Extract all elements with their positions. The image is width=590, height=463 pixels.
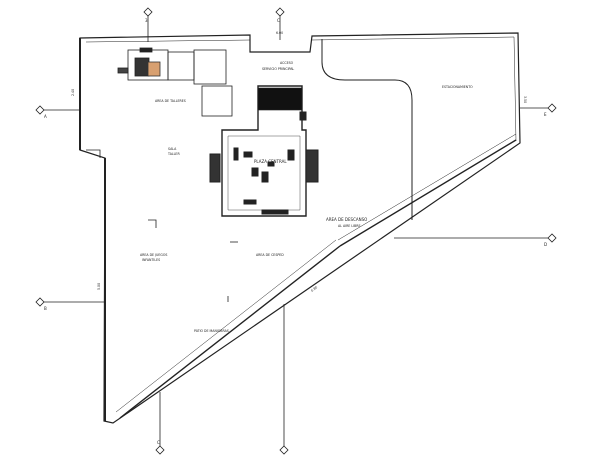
svg-text:D: D bbox=[544, 242, 547, 247]
svg-text:C: C bbox=[277, 18, 280, 23]
svg-text:E: E bbox=[544, 112, 547, 117]
grid-axes bbox=[40, 12, 552, 450]
svg-text:A: A bbox=[44, 114, 47, 119]
label-area-cesped: AREA DE CESPED bbox=[256, 253, 284, 257]
label-sala: SALA bbox=[168, 147, 177, 151]
label-plaza: PLAZA CENTRAL bbox=[254, 159, 287, 164]
axis-bubbles bbox=[35, 7, 557, 455]
axis-labels: 3 C A E B D C bbox=[44, 18, 547, 445]
parking-area bbox=[321, 39, 517, 247]
label-area-juegos-sub: INFANTILES bbox=[142, 258, 160, 262]
area-labels: ACCESO SERVICIO PRINCIPAL ESTACIONAMIENT… bbox=[140, 61, 473, 333]
label-servicio: SERVICIO PRINCIPAL bbox=[262, 67, 294, 71]
svg-text:6.00: 6.00 bbox=[276, 31, 283, 35]
label-patio: PATIO DE MANIOBRAS bbox=[194, 329, 229, 333]
reference-marks bbox=[148, 219, 238, 302]
label-acceso: ACCESO bbox=[280, 61, 294, 65]
service-building bbox=[117, 47, 233, 117]
left-wall bbox=[79, 38, 106, 421]
central-plaza bbox=[209, 85, 319, 217]
svg-text:C: C bbox=[157, 440, 160, 445]
svg-text:2.40: 2.40 bbox=[71, 89, 75, 96]
svg-text:0.80: 0.80 bbox=[310, 285, 318, 293]
label-area-talleres: AREA DE TALLERES bbox=[155, 99, 186, 103]
label-area-descanso-sub: AL AIRE LIBRE bbox=[338, 224, 360, 228]
svg-text:B: B bbox=[44, 306, 47, 311]
dimension-labels: 2.40 6.00 0.80 3.50 5.00 bbox=[71, 31, 527, 293]
label-sala-sub: TALLER bbox=[167, 152, 180, 156]
svg-text:3.50: 3.50 bbox=[523, 96, 527, 103]
site-boundary bbox=[79, 32, 521, 424]
svg-text:3: 3 bbox=[145, 18, 148, 23]
label-area-juegos: AREA DE JUEGOS bbox=[140, 253, 167, 257]
svg-text:5.00: 5.00 bbox=[97, 283, 101, 290]
diagonal-wall bbox=[115, 239, 341, 419]
label-area-descanso: AREA DE DESCANSO bbox=[326, 217, 367, 222]
label-estacionamiento: ESTACIONAMIENTO bbox=[442, 85, 473, 89]
